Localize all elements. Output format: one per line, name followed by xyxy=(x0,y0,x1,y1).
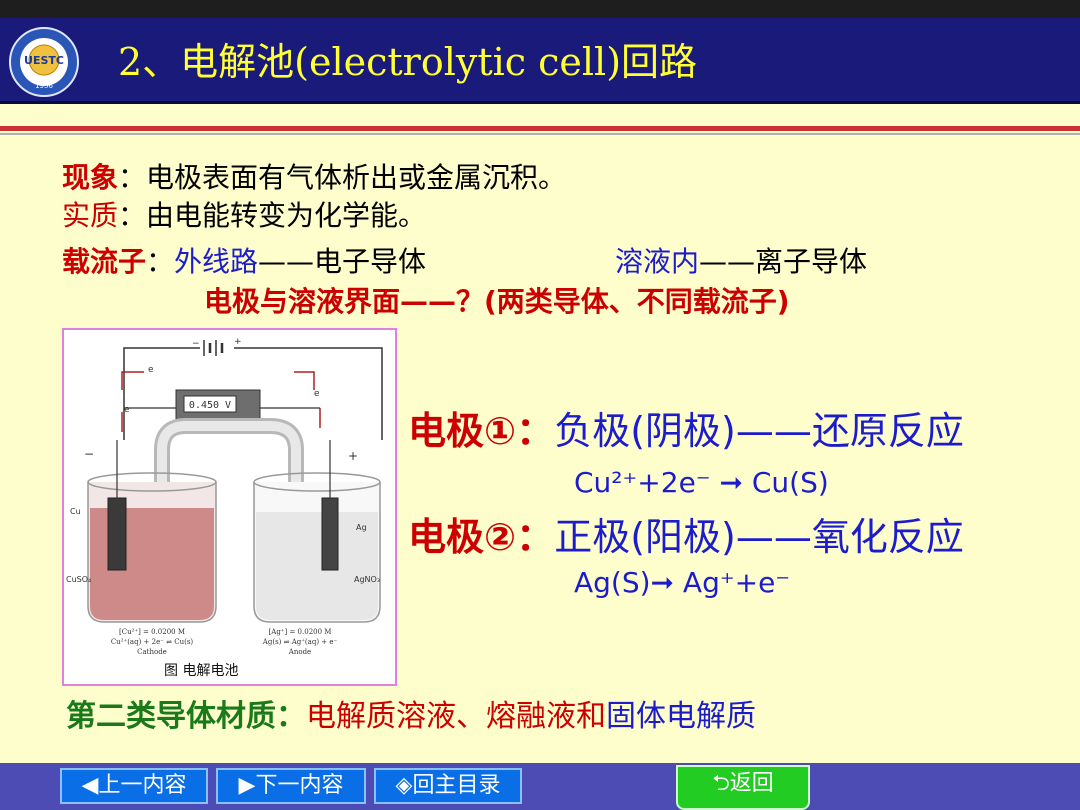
second-conductor-label: 第二类导体材质： xyxy=(66,699,306,734)
electron-left: e xyxy=(124,405,130,415)
solid-electrolyte-text: 固体电解质 xyxy=(606,699,756,734)
electrode2-label: 电极②： xyxy=(408,515,555,559)
title-underline-red xyxy=(0,126,1080,131)
logo-year: 1956 xyxy=(35,82,53,90)
electrode1-reaction: Cu²⁺+2e⁻ ➞ Cu(S) xyxy=(574,466,829,499)
essence-text: 由电能转变为化学能。 xyxy=(146,199,427,232)
figure-caption: 图 电解电池 xyxy=(164,663,238,679)
phenomenon-label: 现象 xyxy=(62,161,119,194)
electrolyte-text: 电解质溶液、熔融液和 xyxy=(306,699,606,734)
outer-circuit-text: 外线路 xyxy=(174,245,259,278)
electrode1-label: 电极①： xyxy=(408,409,555,453)
title-bar: UESTC 1956 2、电解池(electrolytic cell)回路 xyxy=(0,18,1080,104)
electrode1-desc: 负极(阴极)——还原反应 xyxy=(554,409,964,453)
essence-label: 实质 xyxy=(62,199,119,232)
title-underline-gray xyxy=(0,133,1080,135)
cuso4-label: CuSO₄ xyxy=(66,575,91,584)
carrier-line: 载流子：外线路——电子导体 xyxy=(62,244,426,280)
cell-plus: + xyxy=(348,449,358,463)
left-concentration: [Cu²⁺] = 0.0200 M xyxy=(119,628,185,636)
agno3-label: AgNO₃ xyxy=(354,575,380,584)
cell-minus: − xyxy=(84,447,94,461)
anode-label: Anode xyxy=(288,648,311,656)
second-conductor-line: 第二类导体材质：电解质溶液、熔融液和固体电解质 xyxy=(66,695,756,739)
ag-label: Ag xyxy=(356,523,367,532)
uestc-logo-icon: UESTC 1956 xyxy=(9,27,79,97)
in-solution-text: 溶液内 xyxy=(615,245,700,278)
essence-line: 实质：由电能转变为化学能。 xyxy=(62,198,426,234)
electrode2-desc: 正极(阳极)——氧化反应 xyxy=(554,515,964,559)
back-button[interactable]: ⮌返回 xyxy=(676,765,810,810)
top-strip xyxy=(0,0,1080,18)
electrolytic-cell-figure: − + e e e 0.450 V − + Cu CuSO₄ Ag AgNO₃ … xyxy=(62,328,397,686)
page-title: 2、电解池(electrolytic cell)回路 xyxy=(118,40,698,84)
electron-top-left: e xyxy=(148,365,154,375)
carrier-colon: ： xyxy=(146,245,175,278)
phenomenon-line: 现象：电极表面有气体析出或金属沉积。 xyxy=(62,160,566,196)
carrier-label: 载流子 xyxy=(62,245,147,278)
phenomenon-colon: ： xyxy=(118,161,147,194)
prev-content-button[interactable]: ◀上一内容 xyxy=(60,768,208,804)
cathode-label: Cathode xyxy=(137,648,167,656)
right-concentration: [Ag⁺] = 0.0200 M xyxy=(269,628,332,636)
cell-diagram: − + e e e 0.450 V − + Cu CuSO₄ Ag AgNO₃ … xyxy=(66,337,383,680)
battery-plus: + xyxy=(234,337,242,347)
electron-conductor-text: ——电子导体 xyxy=(258,245,427,278)
logo-text: UESTC xyxy=(24,54,64,67)
battery-minus: − xyxy=(192,339,200,349)
interface-line: 电极与溶液界面——？(两类导体、不同载流子) xyxy=(204,285,790,318)
right-reaction: Ag(s) ⇌ Ag⁺(aq) + e⁻ xyxy=(262,638,338,646)
electrode1-line: 电极①：负极(阴极)——还原反应 xyxy=(408,404,964,458)
left-reaction: Cu²⁺(aq) + 2e⁻ ⇌ Cu(s) xyxy=(111,638,194,646)
main-menu-button[interactable]: ◈回主目录 xyxy=(374,768,522,804)
essence-colon: ： xyxy=(118,199,147,232)
next-content-button[interactable]: ▶下一内容 xyxy=(216,768,366,804)
solution-line: 溶液内——离子导体 xyxy=(615,244,867,280)
cu-label: Cu xyxy=(70,507,81,516)
electrode2-line: 电极②：正极(阳极)——氧化反应 xyxy=(408,510,964,564)
electrode2-reaction: Ag(S)➞ Ag⁺+e⁻ xyxy=(574,566,791,599)
nav-bar: ◀上一内容 ▶下一内容 ◈回主目录 ⮌返回 xyxy=(0,763,1080,810)
electron-right: e xyxy=(314,389,320,399)
ion-conductor-text: ——离子导体 xyxy=(699,245,868,278)
voltmeter-reading: 0.450 V xyxy=(189,400,231,411)
phenomenon-text: 电极表面有气体析出或金属沉积。 xyxy=(146,161,567,194)
